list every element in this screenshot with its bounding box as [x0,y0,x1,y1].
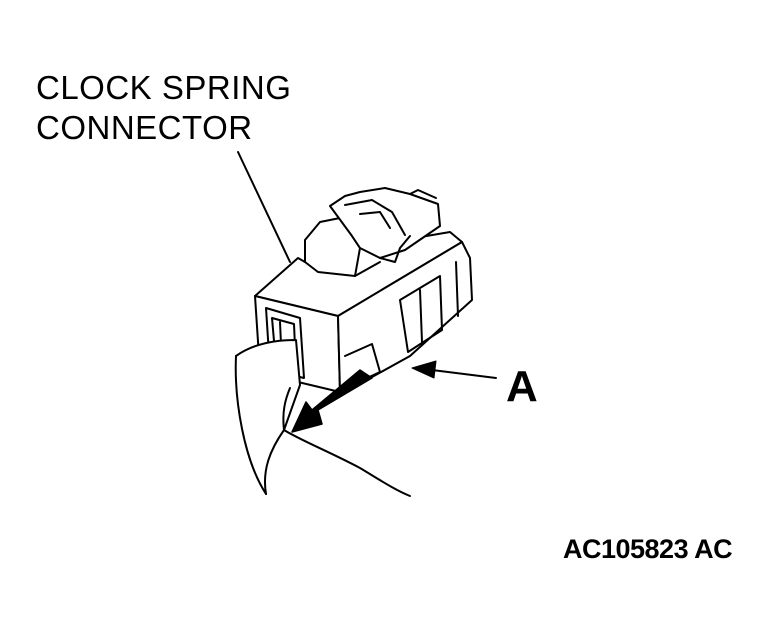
connector-callout-line-1: CLOCK SPRING [36,69,292,106]
connector-leader-line [237,151,291,263]
connector-callout-label: CLOCK SPRING CONNECTOR [36,68,291,148]
wire-harness [234,339,411,497]
figure-id-label: AC105823 AC [563,534,733,564]
callout-a-arrow [411,360,497,379]
locking-tab [304,187,441,277]
connector-callout-line-2: CONNECTOR [36,109,253,146]
release-arrow [291,369,373,433]
callout-a-label: A [506,362,538,411]
